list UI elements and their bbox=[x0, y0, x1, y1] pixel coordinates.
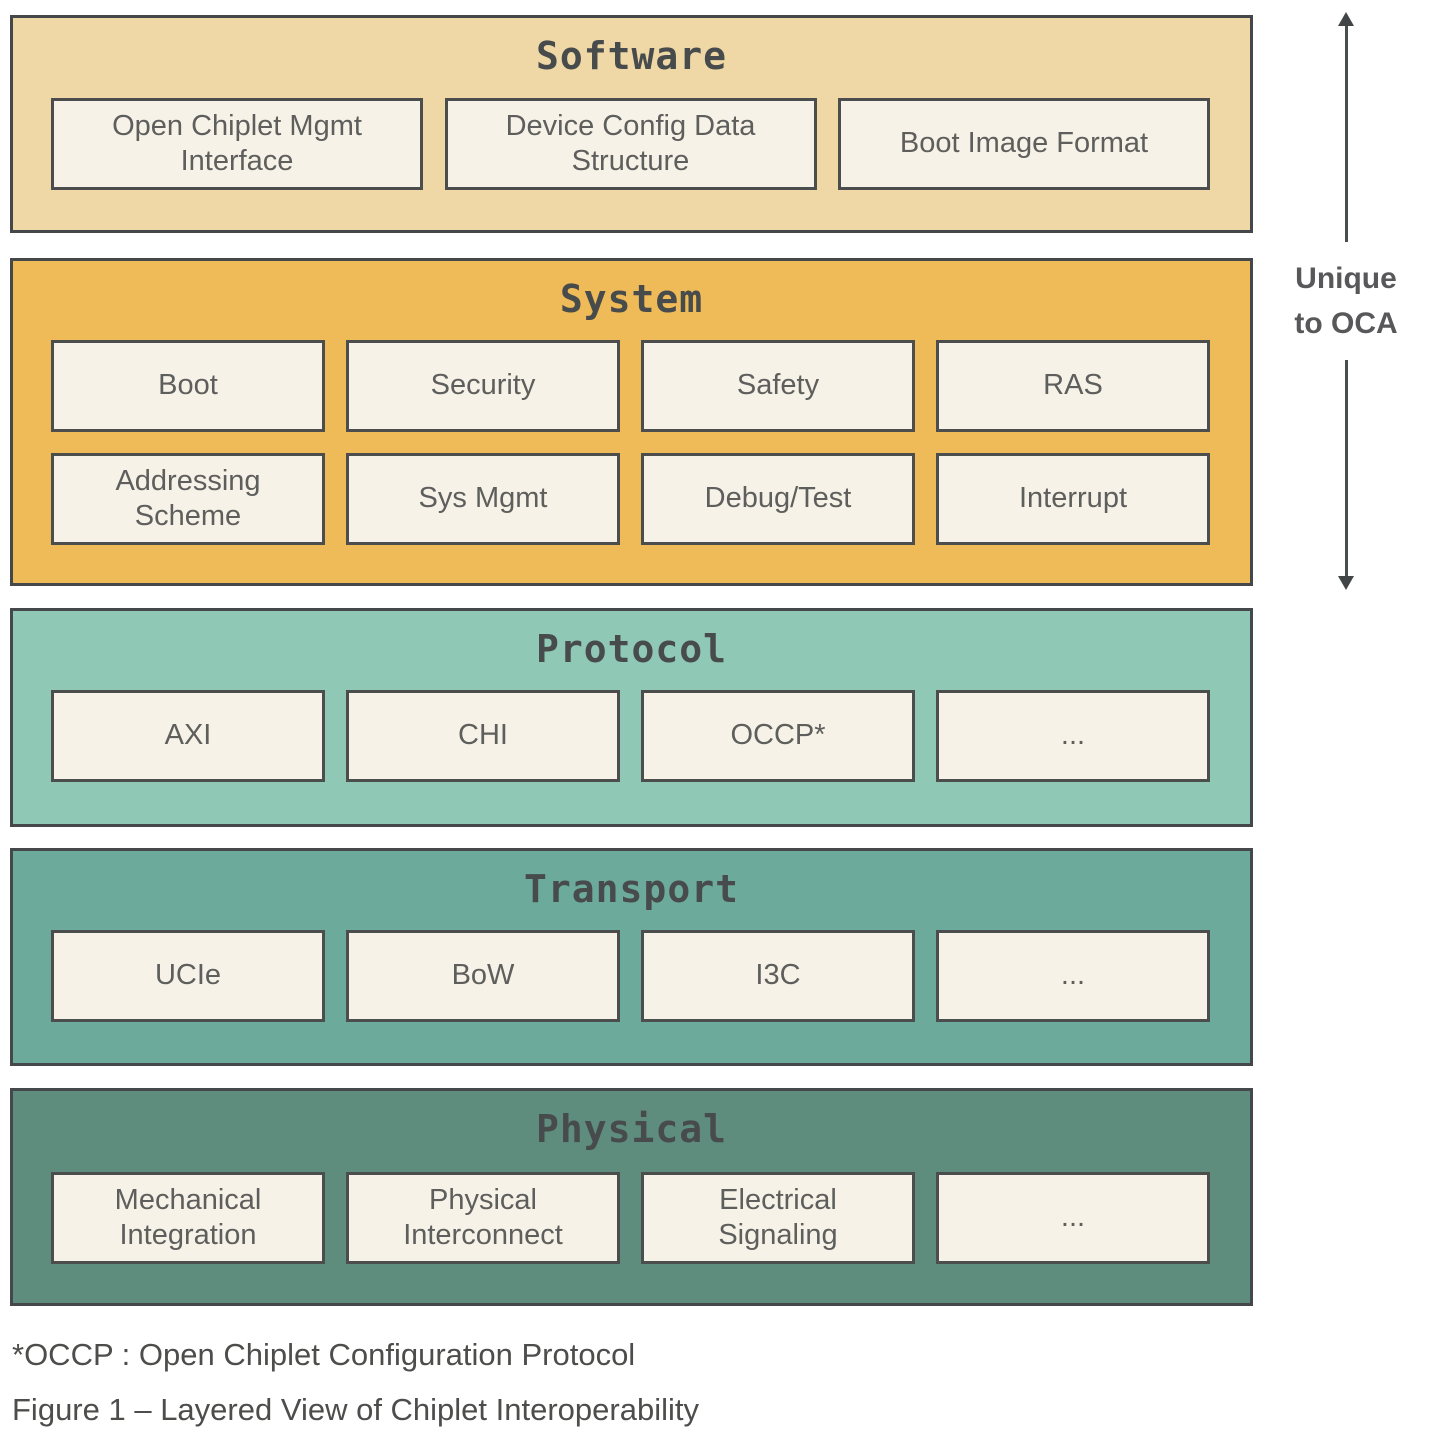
box-transport-more: ... bbox=[936, 930, 1210, 1022]
unique-to-oca-label: Unique to OCA bbox=[1294, 256, 1397, 346]
box-protocol-more: ... bbox=[936, 690, 1210, 782]
physical-box-row: Mechanical Integration Physical Intercon… bbox=[51, 1172, 1210, 1264]
box-boot: Boot bbox=[51, 340, 325, 432]
figure-caption: Figure 1 – Layered View of Chiplet Inter… bbox=[12, 1392, 699, 1427]
system-box-row-2: Addressing Scheme Sys Mgmt Debug/Test In… bbox=[51, 453, 1210, 545]
box-security: Security bbox=[346, 340, 620, 432]
box-ras: RAS bbox=[936, 340, 1210, 432]
unique-to-oca-line2: to OCA bbox=[1294, 307, 1398, 340]
layer-title-transport: Transport bbox=[524, 867, 739, 911]
box-i3c: I3C bbox=[641, 930, 915, 1022]
arrow-line-top bbox=[1344, 26, 1348, 242]
box-chi: CHI bbox=[346, 690, 620, 782]
box-ucie: UCIe bbox=[51, 930, 325, 1022]
box-open-chiplet-mgmt-interface: Open Chiplet Mgmt Interface bbox=[51, 98, 423, 190]
layer-protocol: Protocol AXI CHI OCCP* ... bbox=[10, 608, 1253, 827]
box-axi: AXI bbox=[51, 690, 325, 782]
transport-box-row: UCIe BoW I3C ... bbox=[51, 930, 1210, 1022]
box-safety: Safety bbox=[641, 340, 915, 432]
unique-to-oca-line1: Unique bbox=[1295, 262, 1397, 295]
system-box-row-1: Boot Security Safety RAS bbox=[51, 340, 1210, 432]
layer-title-protocol: Protocol bbox=[535, 627, 728, 671]
box-electrical-signaling: Electrical Signaling bbox=[641, 1172, 915, 1264]
layer-title-system: System bbox=[559, 277, 704, 321]
occp-footnote: *OCCP : Open Chiplet Configuration Proto… bbox=[12, 1337, 636, 1372]
unique-to-oca-annotation: Unique to OCA bbox=[1286, 12, 1406, 590]
up-arrowhead-icon bbox=[1338, 12, 1354, 26]
box-addressing-scheme: Addressing Scheme bbox=[51, 453, 325, 545]
box-bow: BoW bbox=[346, 930, 620, 1022]
box-physical-interconnect: Physical Interconnect bbox=[346, 1172, 620, 1264]
layer-title-software: Software bbox=[535, 34, 728, 78]
box-mechanical-integration: Mechanical Integration bbox=[51, 1172, 325, 1264]
box-physical-more: ... bbox=[936, 1172, 1210, 1264]
protocol-box-row: AXI CHI OCCP* ... bbox=[51, 690, 1210, 782]
box-device-config-data-structure: Device Config Data Structure bbox=[444, 98, 817, 190]
box-boot-image-format: Boot Image Format bbox=[838, 98, 1210, 190]
box-interrupt: Interrupt bbox=[936, 453, 1210, 545]
layer-transport: Transport UCIe BoW I3C ... bbox=[10, 848, 1253, 1066]
layer-system: System Boot Security Safety RAS Addressi… bbox=[10, 258, 1253, 586]
arrow-line-bottom bbox=[1344, 360, 1348, 576]
layer-software: Software Open Chiplet Mgmt Interface Dev… bbox=[10, 15, 1253, 233]
layer-physical: Physical Mechanical Integration Physical… bbox=[10, 1088, 1253, 1306]
software-box-row: Open Chiplet Mgmt Interface Device Confi… bbox=[51, 98, 1210, 190]
down-arrowhead-icon bbox=[1338, 576, 1354, 590]
box-occp: OCCP* bbox=[641, 690, 915, 782]
box-sys-mgmt: Sys Mgmt bbox=[346, 453, 620, 545]
box-debug-test: Debug/Test bbox=[641, 453, 915, 545]
layer-title-physical: Physical bbox=[535, 1107, 728, 1151]
